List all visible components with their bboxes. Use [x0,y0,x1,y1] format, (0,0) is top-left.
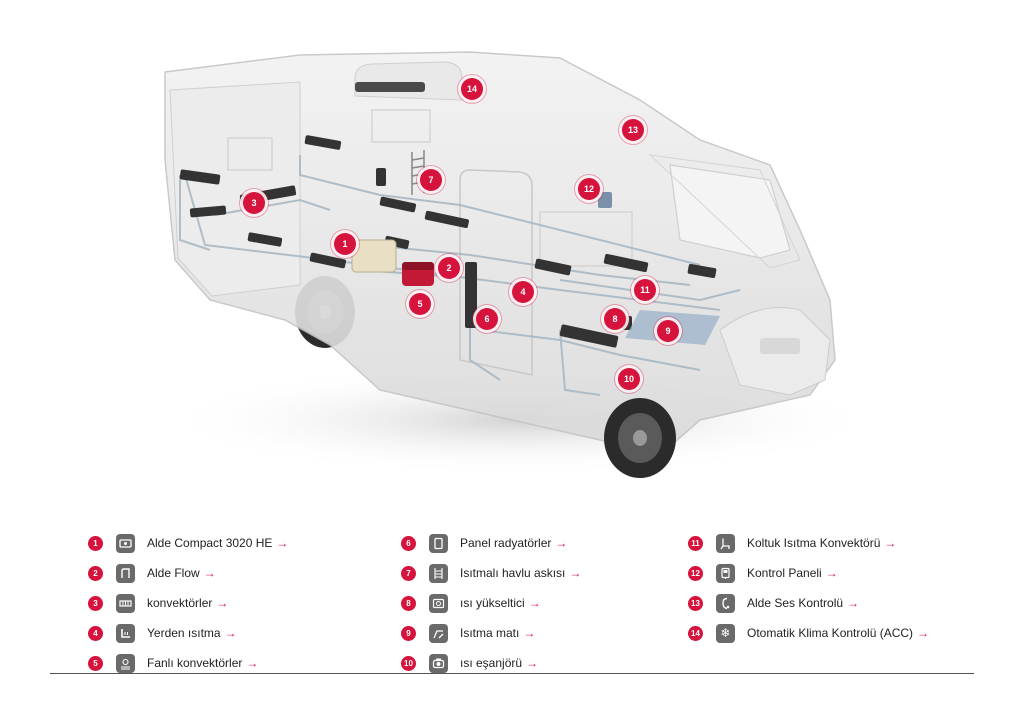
legend-item-10[interactable]: 10 ısı eşanjörü → [401,648,701,678]
legend-label: Isıtmalı havlu askısı [460,566,566,580]
towel-rail-icon [429,563,448,583]
panel-radiator-icon [429,533,448,553]
legend-label: ısı eşanjörü [460,656,523,670]
legend-label: Yerden ısıtma [147,626,221,640]
legend-number: 14 [688,625,703,641]
legend-column-1: 1 Alde Compact 3020 HE → 2 Alde Flow → 3… [88,528,388,678]
arrow-right-icon: → [528,596,541,610]
legend-label: Isıtma matı [460,626,520,640]
arrow-right-icon: → [569,566,582,580]
control-panel-shape [598,192,612,208]
voice-control-icon [716,593,735,613]
legend-item-4[interactable]: 4 Yerden ısıtma → [88,618,388,648]
convector-icon [116,593,135,613]
arrow-right-icon: → [276,536,289,550]
marker-13[interactable]: 13 [622,119,644,141]
legend-number: 6 [401,535,416,551]
marker-6[interactable]: 6 [476,308,498,330]
flow-pump-icon [116,563,135,583]
legend-item-13[interactable]: 13 Alde Ses Kontrolü → [688,588,988,618]
legend-item-2[interactable]: 2 Alde Flow → [88,558,388,588]
legend-label: Panel radyatörler [460,536,552,550]
boiler-unit [351,239,434,286]
legend-label: Alde Flow [147,566,200,580]
legend-number: 8 [401,595,416,611]
legend-item-14[interactable]: 14 ❄ Otomatik Klima Kontrolü (ACC) → [688,618,988,648]
arrow-right-icon: → [523,626,536,640]
legend: 1 Alde Compact 3020 HE → 2 Alde Flow → 3… [0,528,1024,678]
marker-5[interactable]: 5 [409,293,431,315]
arrow-right-icon: → [224,626,237,640]
legend-column-2: 6 Panel radyatörler → 7 Isıtmalı havlu a… [401,528,701,678]
arrow-right-icon: → [555,536,568,550]
heating-mat-icon [429,623,448,643]
legend-item-1[interactable]: 1 Alde Compact 3020 HE → [88,528,388,558]
legend-number: 9 [401,625,416,641]
fan-convector-icon [116,653,135,673]
marker-10[interactable]: 10 [618,368,640,390]
marker-4[interactable]: 4 [512,281,534,303]
marker-3[interactable]: 3 [243,192,265,214]
legend-number: 7 [401,565,416,581]
legend-item-7[interactable]: 7 Isıtmalı havlu askısı → [401,558,701,588]
legend-number: 5 [88,655,103,671]
legend-number: 12 [688,565,703,581]
arrow-right-icon: → [246,656,259,670]
legend-item-8[interactable]: 8 ısı yükseltici → [401,588,701,618]
seat-heating-icon [716,533,735,553]
arrow-right-icon: → [917,626,930,640]
camper-body [164,51,836,456]
legend-item-5[interactable]: 5 Fanlı konvektörler → [88,648,388,678]
heater-bars [179,135,717,348]
legend-label: Alde Ses Kontrolü [747,596,844,610]
legend-label: konvektörler [147,596,213,610]
legend-number: 10 [401,655,416,671]
motorhome-heating-diagram [160,51,880,478]
legend-item-9[interactable]: 9 Isıtma matı → [401,618,701,648]
legend-label: Fanlı konvektörler [147,656,243,670]
legend-item-3[interactable]: 3 konvektörler → [88,588,388,618]
legend-number: 11 [688,535,703,551]
marker-8[interactable]: 8 [604,308,626,330]
arrow-right-icon: → [884,536,897,550]
control-panel-icon [716,563,735,583]
legend-label: ısı yükseltici [460,596,525,610]
front-wheel [604,398,676,478]
legend-number: 4 [88,625,103,641]
legend-number: 1 [88,535,103,551]
marker-9[interactable]: 9 [657,320,679,342]
marker-2[interactable]: 2 [438,257,460,279]
marker-12[interactable]: 12 [578,178,600,200]
arrow-right-icon: → [825,566,838,580]
legend-column-3: 11 Koltuk Isıtma Konvektörü → 12 Kontrol… [688,528,988,648]
climate-control-icon: ❄ [716,623,735,643]
arrow-right-icon: → [526,656,539,670]
marker-14[interactable]: 14 [461,78,483,100]
arrow-right-icon: → [203,566,216,580]
heat-exchanger-icon [429,653,448,673]
legend-number: 13 [688,595,703,611]
legend-label: Kontrol Paneli [747,566,822,580]
legend-item-12[interactable]: 12 Kontrol Paneli → [688,558,988,588]
legend-number: 2 [88,565,103,581]
legend-number: 3 [88,595,103,611]
arrow-right-icon: → [216,596,229,610]
arrow-right-icon: → [847,596,860,610]
bottom-divider [50,673,974,674]
marker-7[interactable]: 7 [420,169,442,191]
marker-11[interactable]: 11 [634,279,656,301]
legend-label: Otomatik Klima Kontrolü (ACC) [747,626,914,640]
legend-label: Koltuk Isıtma Konvektörü [747,536,881,550]
legend-label: Alde Compact 3020 HE [147,536,273,550]
boiler-icon [116,533,135,553]
legend-item-11[interactable]: 11 Koltuk Isıtma Konvektörü → [688,528,988,558]
floor-heating-icon [116,623,135,643]
marker-1[interactable]: 1 [334,233,356,255]
legend-item-6[interactable]: 6 Panel radyatörler → [401,528,701,558]
heat-booster-icon [429,593,448,613]
